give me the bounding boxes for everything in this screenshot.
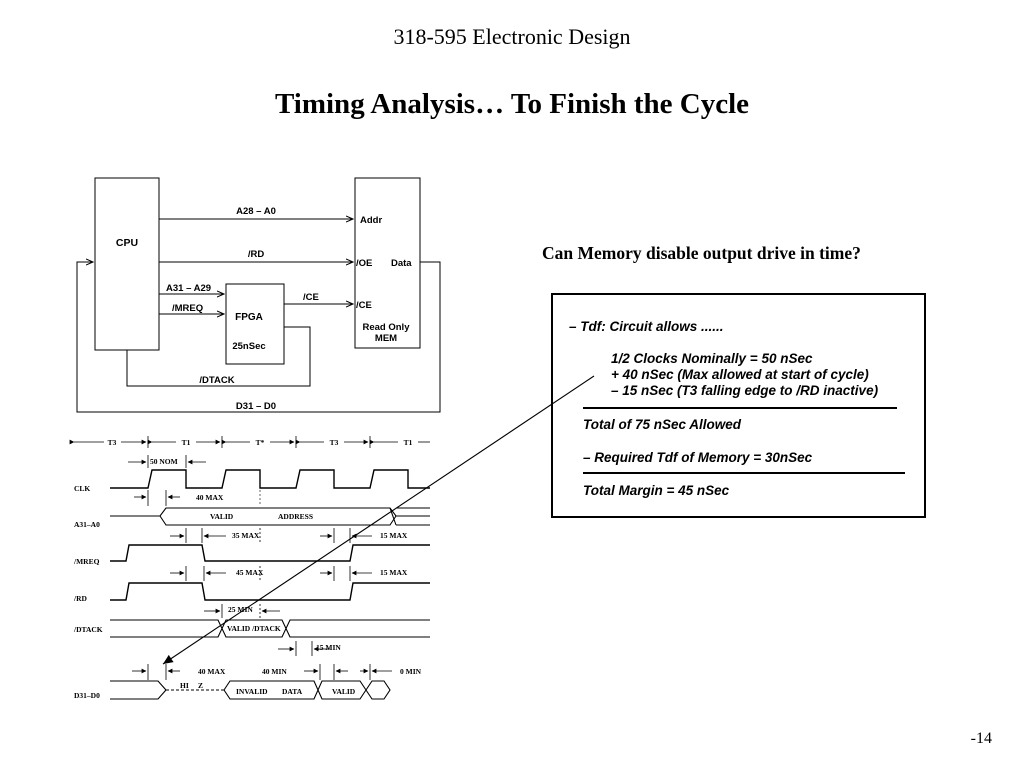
address-label: ADDRESS (278, 512, 313, 521)
tdf-line: – 15 nSec (T3 falling edge to /RD inacti… (611, 383, 879, 398)
hi-label: HI (180, 681, 189, 690)
course-title: 318-595 Electronic Design (393, 24, 631, 49)
z-label: Z (198, 681, 203, 690)
signal-label: A31–A0 (74, 520, 100, 529)
fpga-label: FPGA (235, 312, 263, 323)
ce-label: /CE (303, 292, 319, 303)
rd-label: /RD (248, 249, 265, 260)
state-label: T3 (330, 438, 339, 447)
max45-label: 45 MAX (236, 568, 264, 577)
dtack-line (126, 326, 311, 387)
timing-diagram: T3 T1 T* T3 T1 50 NOM CLK A31–A0 /MREQ /… (69, 436, 430, 700)
max15-mreq-label: 15 MAX (380, 531, 408, 540)
mem-data-label: Data (391, 258, 412, 269)
tdf-calculation-box: – Tdf: Circuit allows ...... 1/2 Clocks … (551, 293, 926, 518)
dtack-label: /DTACK (199, 375, 234, 386)
pointer-arrow (162, 375, 595, 665)
tdf-line: + 40 nSec (Max allowed at start of cycle… (611, 367, 869, 382)
rd-waveform (110, 582, 430, 601)
cpu-label: CPU (116, 237, 138, 249)
mem-name-line1: Read Only (363, 322, 411, 333)
block-diagram (76, 177, 441, 413)
mem-oe-label: /OE (356, 258, 372, 269)
mem-ce-label: /CE (356, 300, 372, 311)
state-label: T1 (182, 438, 191, 447)
page-number: -14 (970, 730, 992, 747)
max15-rd-label: 15 MAX (380, 568, 408, 577)
signal-label: /RD (73, 594, 88, 603)
mreq-waveform (110, 544, 430, 562)
mem-addr-label: Addr (360, 215, 382, 226)
max40-data-label: 40 MAX (198, 667, 226, 676)
question-text: Can Memory disable output drive in time? (542, 243, 861, 263)
valid-address-label: VALID (210, 512, 234, 521)
slide-title: Timing Analysis… To Finish the Cycle (274, 88, 750, 120)
data-bus-waveform (110, 680, 391, 700)
tdf-line: Total Margin = 45 nSec (583, 483, 730, 498)
a31-label: A31 – A29 (166, 283, 211, 294)
max35-label: 35 MAX (232, 531, 260, 540)
divider (583, 472, 905, 474)
data-bus-label: D31 – D0 (236, 401, 276, 412)
memory-block (354, 177, 421, 349)
state-label: T* (256, 438, 265, 447)
tdf-line: Total of 75 nSec Allowed (583, 417, 742, 432)
fpga-block (225, 283, 285, 365)
address-bus-waveform (110, 507, 430, 526)
clk-waveform (110, 469, 430, 489)
min15-label: 15 MIN (316, 643, 341, 652)
invalid-label: INVALID (236, 687, 268, 696)
state-label: T3 (108, 438, 117, 447)
tdf-line: – Tdf: Circuit allows ...... (569, 319, 724, 334)
min40-label: 40 MIN (262, 667, 287, 676)
min25-label: 25 MIN (228, 605, 253, 614)
state-label: T1 (404, 438, 413, 447)
mem-name-line2: MEM (375, 333, 397, 344)
signal-label: D31–D0 (74, 691, 100, 700)
signal-label: CLK (74, 484, 90, 493)
fpga-delay-label: 25nSec (232, 341, 265, 352)
valid-data-label: VALID (332, 687, 356, 696)
addr-bus-label: A28 – A0 (236, 206, 276, 217)
min0-label: 0 MIN (400, 667, 422, 676)
mreq-label: /MREQ (172, 303, 203, 314)
cpu-block (94, 177, 160, 351)
nom50-label: 50 NOM (150, 457, 178, 466)
state-row (69, 436, 430, 448)
data-label: DATA (282, 687, 303, 696)
data-bus-line (76, 262, 441, 413)
divider (583, 407, 897, 409)
signal-label: /DTACK (73, 625, 103, 634)
tdf-line: – Required Tdf of Memory = 30nSec (583, 450, 813, 465)
max40-address-label: 40 MAX (196, 493, 224, 502)
tdf-line: 1/2 Clocks Nominally = 50 nSec (611, 351, 813, 366)
valid-dtack-label: VALID /DTACK (227, 624, 281, 633)
signal-label: /MREQ (73, 557, 100, 566)
dtack-waveform (110, 619, 430, 638)
